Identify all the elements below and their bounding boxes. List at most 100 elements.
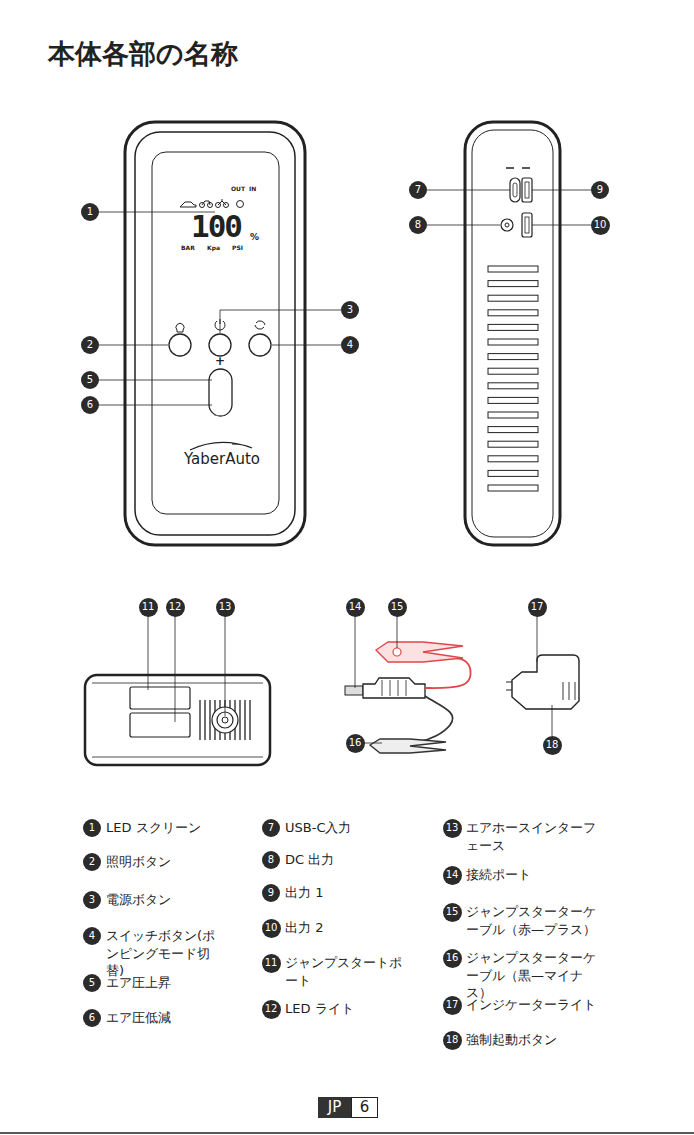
part-name: 強制起動ボタン xyxy=(466,1031,600,1049)
part-name: LED ライト xyxy=(285,1000,403,1018)
callout-text: 12 xyxy=(169,602,182,612)
callout-number: 11 xyxy=(139,598,158,617)
callout-text: 7 xyxy=(268,823,274,833)
button-sign: — xyxy=(214,410,224,420)
callout-text: 4 xyxy=(347,340,353,350)
callout-text: 5 xyxy=(87,375,93,385)
callout-text: 14 xyxy=(349,602,362,612)
callout-text: 16 xyxy=(446,953,459,963)
part-name: 照明ボタン xyxy=(106,853,226,871)
part-name: エア圧上昇 xyxy=(106,974,226,992)
button-sign: + xyxy=(215,355,225,367)
lcd-text: IN xyxy=(249,186,256,192)
callout-text: 2 xyxy=(89,857,95,867)
part-name: LED スクリーン xyxy=(106,819,226,837)
callout-number: 18 xyxy=(543,736,562,755)
part-name: エア圧低減 xyxy=(106,1009,226,1027)
lcd-text: PSI xyxy=(232,245,243,251)
callout-text: 3 xyxy=(347,305,353,315)
callout-number: 5 xyxy=(81,371,99,389)
part-name: インジケーターライト xyxy=(466,996,600,1014)
callout-text: 10 xyxy=(265,923,278,933)
callout-number: 9 xyxy=(262,884,280,902)
page-number-box: 6 xyxy=(351,1097,378,1118)
page-number-text: JP xyxy=(328,1100,341,1115)
callout-number: 15 xyxy=(443,903,462,922)
callout-number: 1 xyxy=(81,203,99,221)
callout-text: 8 xyxy=(415,220,421,230)
callout-number: 18 xyxy=(443,1031,462,1050)
callout-text: 13 xyxy=(219,602,232,612)
lcd-text: BAR xyxy=(181,245,195,251)
callout-number: 7 xyxy=(409,181,427,199)
part-name: エアホースインターフェース xyxy=(466,819,600,854)
callout-text: 1 xyxy=(87,207,93,217)
callout-number: 1 xyxy=(83,819,101,837)
callout-number: 14 xyxy=(346,598,365,617)
callout-text: 15 xyxy=(446,907,459,917)
page-title: 本体各部の名称 xyxy=(48,36,238,72)
callout-text: 16 xyxy=(349,738,362,748)
callout-number: 12 xyxy=(166,598,185,617)
callout-number: 12 xyxy=(262,1000,281,1019)
callout-text: 18 xyxy=(546,740,559,750)
callout-text: 3 xyxy=(89,895,95,905)
page-number-box: JP xyxy=(318,1097,351,1118)
part-name: USB-C入力 xyxy=(285,819,403,837)
callout-number: 4 xyxy=(341,336,359,354)
part-name: ジャンプスターターケーブル（赤—プラス） xyxy=(466,903,600,938)
callout-number: 16 xyxy=(346,734,365,753)
callout-number: 13 xyxy=(443,819,462,838)
callout-number: 4 xyxy=(83,927,101,945)
lcd-text: OUT xyxy=(231,186,245,192)
lcd-text: Kpa xyxy=(207,245,220,251)
callout-number: 16 xyxy=(443,949,462,968)
callout-number: 9 xyxy=(591,181,609,199)
callout-number: 2 xyxy=(81,336,99,354)
callout-number: 3 xyxy=(341,301,359,319)
callout-number: 15 xyxy=(388,598,407,617)
callout-text: 12 xyxy=(265,1004,278,1014)
callout-text: 8 xyxy=(268,855,274,865)
callout-text: 17 xyxy=(531,602,544,612)
callout-number: 13 xyxy=(216,598,235,617)
callout-number: 11 xyxy=(262,954,281,973)
callout-text: 7 xyxy=(415,185,421,195)
callout-text: 15 xyxy=(391,602,404,612)
callout-number: 10 xyxy=(591,216,610,235)
part-name: ジャンプスタートポート xyxy=(285,954,403,989)
callout-text: 4 xyxy=(89,931,95,941)
callout-text: 1 xyxy=(89,823,95,833)
callout-number: 17 xyxy=(528,598,547,617)
callout-number: 14 xyxy=(443,866,462,885)
callout-text: 10 xyxy=(594,220,607,230)
callout-text: 5 xyxy=(89,978,95,988)
callout-text: 17 xyxy=(446,1000,459,1010)
callout-number: 6 xyxy=(83,1009,101,1027)
lcd-text: % xyxy=(250,233,259,242)
callout-number: 7 xyxy=(262,819,280,837)
callout-text: 2 xyxy=(87,340,93,350)
callout-number: 2 xyxy=(83,853,101,871)
part-name: 接続ポート xyxy=(466,866,600,884)
part-name: スイッチボタン(ポンピングモード切替) xyxy=(106,927,226,980)
brand-logo: YaberAuto xyxy=(184,452,260,467)
callout-text: 9 xyxy=(597,185,603,195)
callout-text: 6 xyxy=(89,1013,95,1023)
page-number-text: 6 xyxy=(360,1100,370,1115)
callout-text: 11 xyxy=(142,602,155,612)
callout-number: 6 xyxy=(81,396,99,414)
callout-number: 5 xyxy=(83,974,101,992)
part-name: DC 出力 xyxy=(285,851,403,869)
callout-number: 10 xyxy=(262,919,281,938)
callout-number: 8 xyxy=(409,216,427,234)
callout-text: 6 xyxy=(87,400,93,410)
callout-number: 8 xyxy=(262,851,280,869)
lcd-text: 100 xyxy=(191,211,241,242)
callout-number: 3 xyxy=(83,891,101,909)
callout-text: 18 xyxy=(446,1035,459,1045)
part-name: 出力 2 xyxy=(285,919,403,937)
part-name: 出力 1 xyxy=(285,884,403,902)
callout-text: 9 xyxy=(268,888,274,898)
